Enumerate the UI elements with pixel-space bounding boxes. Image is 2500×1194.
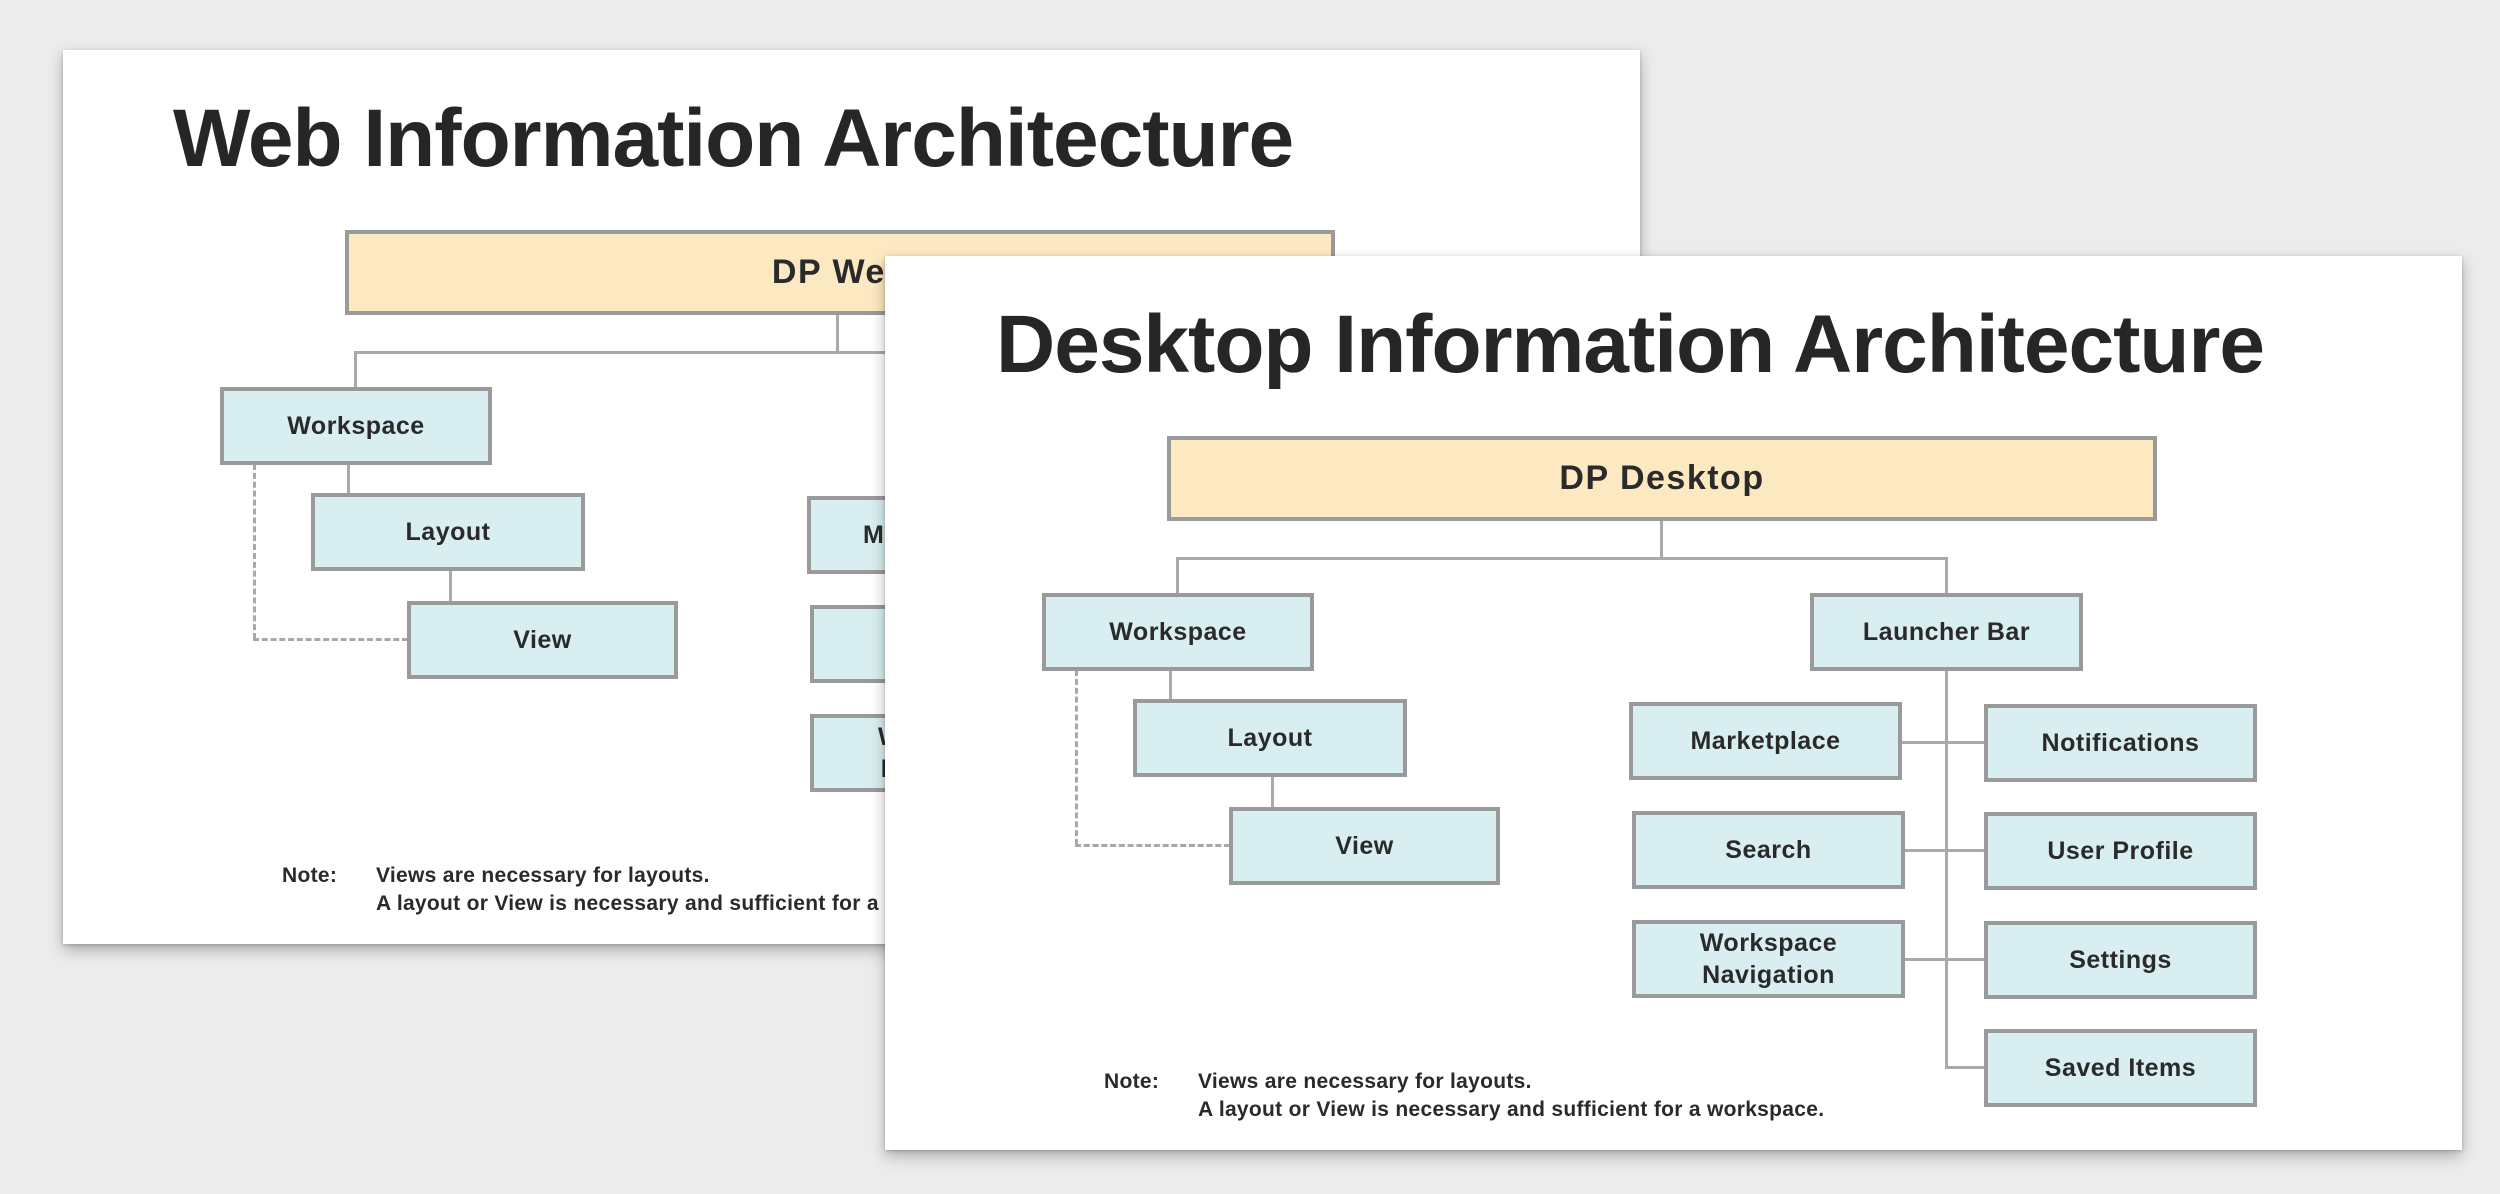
node-workspace-navigation: Workspace Navigation: [1632, 920, 1905, 998]
node-marketplace: Marketplace: [1629, 702, 1902, 780]
node-label: View: [1335, 831, 1394, 860]
node-label: Layout: [1227, 723, 1313, 752]
node-label: User Profile: [2047, 836, 2194, 865]
node-label: Marketplace: [1690, 726, 1841, 755]
node-layout: Layout: [1133, 699, 1407, 777]
node-workspace: Workspace: [1042, 593, 1314, 671]
node-dp-desktop: DP Desktop: [1167, 436, 2157, 521]
node-label: DP Desktop: [1559, 459, 1765, 498]
dashed-connector: [253, 638, 408, 641]
connector: [1945, 1066, 2002, 1069]
node-label: Saved Items: [2044, 1053, 2197, 1082]
dashed-connector: [1075, 844, 1230, 847]
connector: [1902, 741, 2002, 744]
slide-desktop-information-architecture: Desktop Information Architecture DP Desk…: [885, 256, 2462, 1150]
node-launcher-bar: Launcher Bar: [1810, 593, 2083, 671]
connector: [1945, 669, 1948, 1066]
slide-title: Web Information Architecture: [173, 93, 1294, 184]
node-user-profile: User Profile: [1984, 812, 2257, 890]
node-label: Workspace: [287, 411, 425, 440]
node-view: View: [407, 601, 678, 679]
connector: [354, 351, 357, 389]
node-label: Settings: [2069, 945, 2172, 974]
connector: [1176, 557, 1179, 595]
node-label: Layout: [405, 517, 491, 546]
note-line-1: Views are necessary for layouts.: [1198, 1070, 1532, 1093]
node-search: Search: [1632, 811, 1905, 889]
connector: [1169, 669, 1172, 699]
connector: [1177, 557, 1947, 560]
node-label: Notifications: [2041, 728, 2200, 757]
dashed-connector: [1075, 670, 1078, 845]
note-line-1: Views are necessary for layouts.: [376, 864, 710, 887]
dashed-connector: [253, 464, 256, 639]
connector: [1271, 775, 1274, 807]
node-view: View: [1229, 807, 1500, 885]
node-saved-items: Saved Items: [1984, 1029, 2257, 1107]
node-layout: Layout: [311, 493, 585, 571]
node-label: Workspace Navigation: [1699, 928, 1838, 990]
node-label: M: [863, 520, 885, 549]
node-label: Search: [1725, 835, 1812, 864]
node-notifications: Notifications: [1984, 704, 2257, 782]
note-label: Note:: [1104, 1070, 1160, 1093]
node-label: View: [513, 625, 572, 654]
connector: [1945, 557, 1948, 595]
note-label: Note:: [282, 864, 338, 887]
node-label: Workspace: [1109, 617, 1247, 646]
connector: [1905, 849, 2002, 852]
connector: [449, 569, 452, 601]
slide-title: Desktop Information Architecture: [996, 299, 2265, 390]
node-workspace: Workspace: [220, 387, 492, 465]
node-settings: Settings: [1984, 921, 2257, 999]
node-label: Launcher Bar: [1862, 617, 2031, 646]
connector: [1660, 519, 1663, 559]
connector: [347, 463, 350, 493]
connector: [836, 313, 839, 353]
connector: [1905, 958, 2002, 961]
note-line-2: A layout or View is necessary and suffic…: [1198, 1098, 1825, 1121]
note-line-2: A layout or View is necessary and suffic…: [376, 892, 1003, 915]
